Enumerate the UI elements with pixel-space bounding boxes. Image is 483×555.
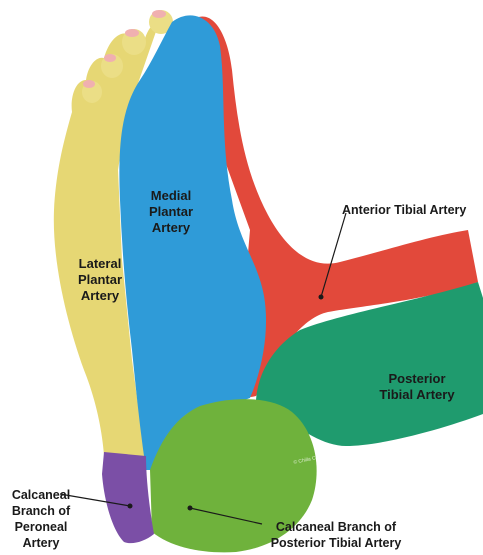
posterior-tibial-label-line: Tibial Artery xyxy=(367,387,467,403)
lateral-plantar-label-line: Plantar xyxy=(66,272,134,288)
lateral-plantar-label-line: Artery xyxy=(66,288,134,304)
calcaneal-peroneal-label: Calcaneal Branch of Peroneal Artery xyxy=(6,487,76,551)
calcaneal-peroneal-label-line: Peroneal xyxy=(6,519,76,535)
medial-plantar-label-line: Medial xyxy=(136,188,206,204)
calcaneal-peroneal-label-line: Calcaneal xyxy=(6,487,76,503)
calcaneal-posterior-label-line: Calcaneal Branch of xyxy=(256,519,416,535)
anterior-tibial-label: Anterior Tibial Artery xyxy=(342,202,466,218)
calcaneal-peroneal-label-line: Branch of xyxy=(6,503,76,519)
calcaneal-posterior-dot xyxy=(188,506,193,511)
posterior-tibial-label-line: Posterior xyxy=(367,371,467,387)
calcaneal-peroneal-dot xyxy=(128,504,133,509)
anterior-tibial-dot xyxy=(319,295,324,300)
anterior-tibial-label-line: Anterior Tibial Artery xyxy=(342,202,466,218)
medial-plantar-label-line: Artery xyxy=(136,220,206,236)
calcaneal-peroneal-label-line: Artery xyxy=(6,535,76,551)
lateral-plantar-label: Lateral Plantar Artery xyxy=(66,256,134,304)
calcaneal-posterior-label: Calcaneal Branch of Posterior Tibial Art… xyxy=(256,519,416,551)
posterior-tibial-label: Posterior Tibial Artery xyxy=(367,371,467,403)
medial-plantar-label: Medial Plantar Artery xyxy=(136,188,206,236)
lateral-plantar-label-line: Lateral xyxy=(66,256,134,272)
medial-plantar-label-line: Plantar xyxy=(136,204,206,220)
calcaneal-posterior-label-line: Posterior Tibial Artery xyxy=(256,535,416,551)
